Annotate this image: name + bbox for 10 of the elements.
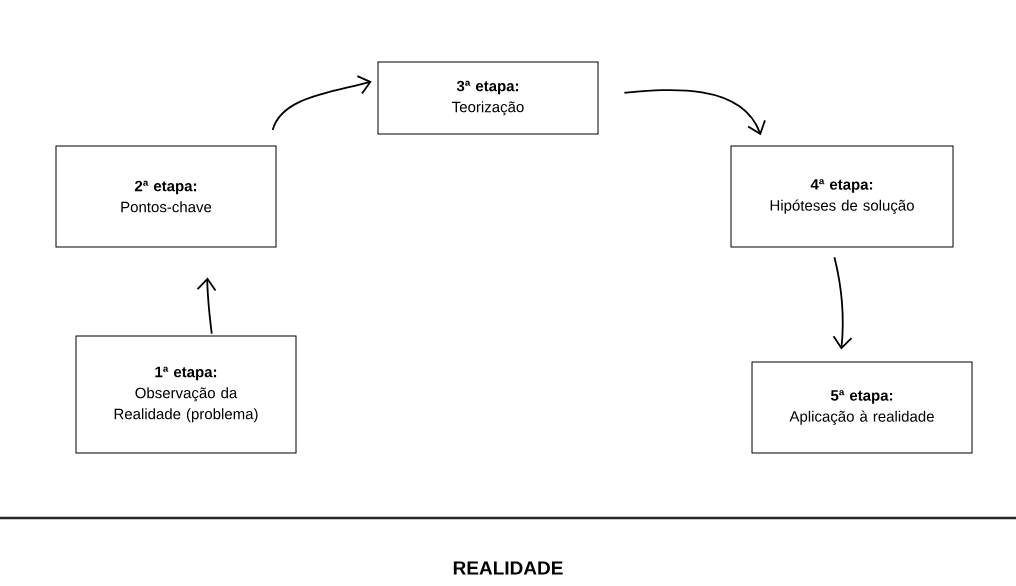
process-box: 2ª etapa: Pontos-chave <box>55 145 277 248</box>
arrow <box>271 75 372 131</box>
arrow <box>196 277 217 335</box>
process-box: 5ª etapa: Aplicação à realidade <box>751 361 973 454</box>
process-box: 3ª etapa: Teorização <box>377 61 599 135</box>
arrow <box>623 89 766 136</box>
process-box: 4ª etapa: Hipóteses de solução <box>730 145 954 248</box>
arrow <box>832 256 853 350</box>
section-title: REALIDADE <box>453 561 563 575</box>
process-box: 1ª etapa: Observação da Realidade (problema) <box>75 335 297 454</box>
